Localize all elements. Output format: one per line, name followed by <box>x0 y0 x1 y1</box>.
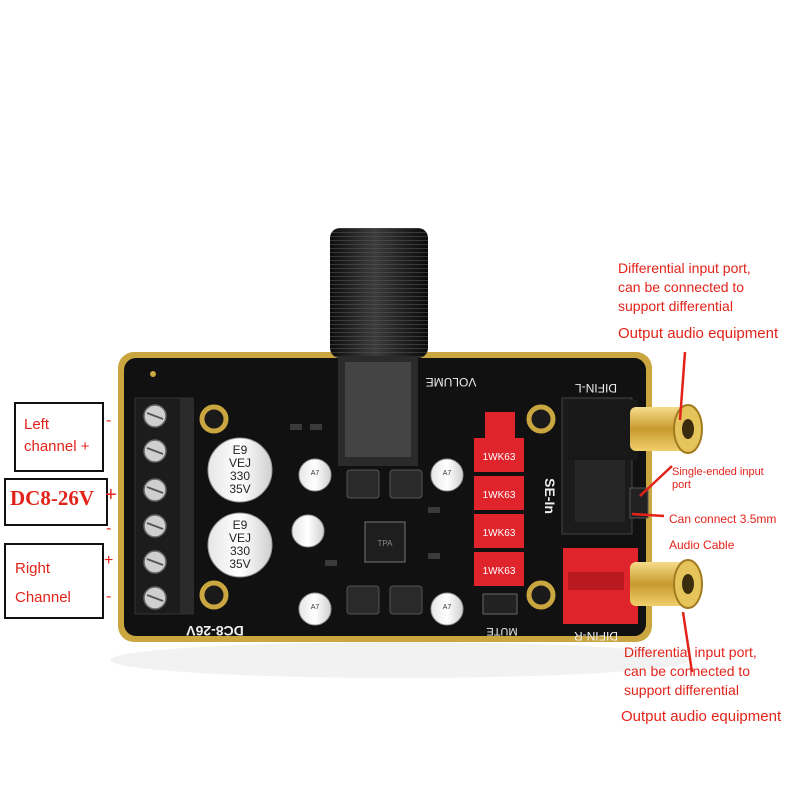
dc-plus-sign: + <box>105 484 117 506</box>
left-channel-minus: - <box>106 412 112 429</box>
film-cap-text: 1WK63 <box>483 566 516 577</box>
bottom-diff-line-3: support differential <box>624 682 739 698</box>
audio-cable-label: Audio Cable <box>669 538 735 552</box>
bottom-diff-line-1: Differential input port, <box>624 644 757 660</box>
dc-minus-sign: - <box>106 520 112 537</box>
bottom-diff-line-2: can be connected to <box>624 663 751 679</box>
dc-supply-box <box>4 478 108 526</box>
dc-supply-label: DC8-26V <box>10 486 94 510</box>
smd-resistors <box>290 424 440 566</box>
se-in-silk-label: SE-In <box>542 478 558 514</box>
volume-knob <box>330 228 428 466</box>
cap1-text-2: VEJ <box>229 456 251 470</box>
top-diff-line-2: can be connected to <box>618 279 745 295</box>
amplifier-chip: TPA <box>364 521 406 563</box>
right-channel-minus: - <box>106 588 112 605</box>
large-capacitors: E9 VEJ 330 35V E9 VEJ 330 35V <box>207 437 273 578</box>
left-channel-box <box>14 402 104 472</box>
cap1-text-1: E9 <box>233 443 248 457</box>
dc-silk-label: DC8-26V <box>186 623 244 639</box>
screw-terminal-block <box>134 397 194 615</box>
top-diff-line-1: Differential input port, <box>618 260 751 276</box>
single-ended-line-2: port <box>672 479 691 491</box>
diffin-l-silk-label: DIFIN-L <box>575 381 617 395</box>
cap1-text-4: 35V <box>229 482 250 496</box>
inductors <box>346 469 423 615</box>
smallcap-text: A7 <box>311 604 320 611</box>
cap2-text-4: 35V <box>229 557 250 571</box>
mounting-holes <box>199 404 556 610</box>
smallcap-text: A7 <box>443 604 452 611</box>
right-channel-plus: + <box>104 552 114 569</box>
film-cap-text: 1WK63 <box>483 490 516 501</box>
bottom-diff-line-4: Output audio equipment <box>621 708 782 725</box>
can-connect-label: Can connect 3.5mm <box>669 512 777 526</box>
smallcap-text: A7 <box>311 470 320 477</box>
mute-silk-label: MUTE <box>486 625 517 637</box>
svg-text:TPA: TPA <box>378 539 394 548</box>
right-channel-box <box>4 543 104 619</box>
film-cap-text: 1WK63 <box>483 452 516 463</box>
single-ended-line-1: Single-ended input <box>672 466 764 478</box>
annotation-lines <box>631 351 694 673</box>
right-channel-label: Right Channel <box>15 560 71 606</box>
film-capacitors: 1WK63 1WK63 1WK63 1WK63 <box>474 412 524 586</box>
volume-silk-label: VOLUME <box>426 375 477 389</box>
rca-jack-bottom <box>563 548 703 624</box>
film-cap-text: 1WK63 <box>483 528 516 539</box>
small-capacitors: A7 A7 A7 A7 <box>291 458 464 626</box>
cap1-text-3: 330 <box>230 469 250 483</box>
cap2-text-3: 330 <box>230 544 250 558</box>
diffin-r-silk-label: DIFIN-R <box>574 629 618 643</box>
cap2-text-1: E9 <box>233 518 248 532</box>
mute-jumper <box>482 593 518 615</box>
left-channel-label: Left channel + <box>24 416 90 455</box>
cap2-text-2: VEJ <box>229 531 251 545</box>
top-diff-line-3: support differential <box>618 298 733 314</box>
top-diff-line-4: Output audio equipment <box>618 325 779 342</box>
smallcap-text: A7 <box>443 470 452 477</box>
